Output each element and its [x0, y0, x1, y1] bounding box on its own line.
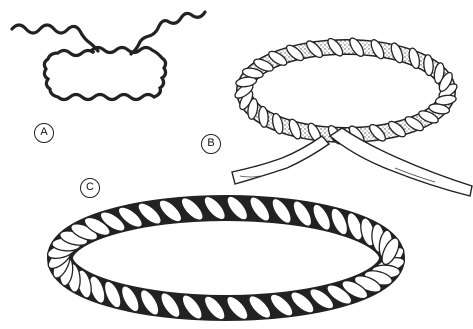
panel-b-label: B — [201, 134, 221, 154]
panel-b-strand — [271, 113, 285, 135]
panel-b-strand — [258, 106, 269, 127]
panel-b-twisted-ring — [232, 36, 472, 196]
panel-a-wavy-ring — [44, 48, 165, 100]
panel-b-tail-right — [330, 128, 472, 196]
panel-c-label: C — [80, 178, 100, 198]
panel-a-label: A — [34, 123, 54, 143]
panel-b-strand — [423, 54, 434, 75]
panel-a-strand-loop — [12, 12, 205, 100]
panel-c-rope-ring — [45, 193, 407, 323]
panel-a-left-tail — [12, 25, 98, 51]
panel-b-strand — [407, 47, 421, 69]
